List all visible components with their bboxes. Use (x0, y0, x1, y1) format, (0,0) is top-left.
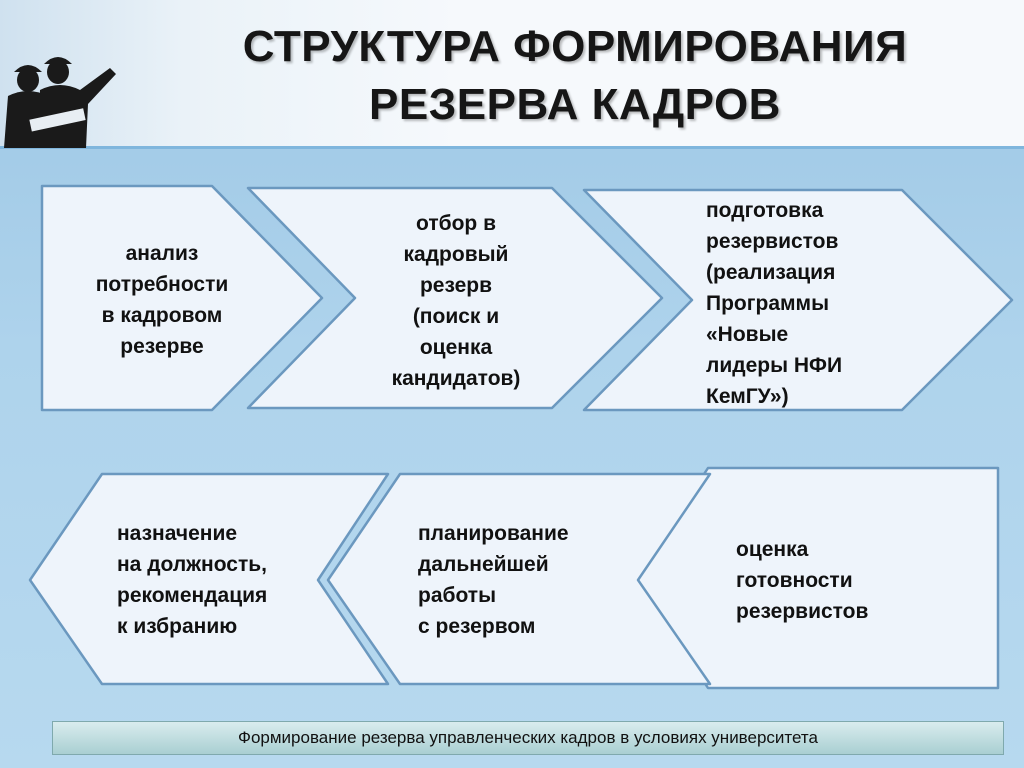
step-label-selection: отбор в кадровый резерв (поиск и оценка … (391, 212, 521, 390)
step-label-training: подготовка резервистов (реализация Прогр… (706, 199, 843, 408)
chevron-analysis (40, 184, 324, 412)
workers-silhouette-icon (4, 57, 116, 148)
header-band (0, 0, 1024, 148)
chevron-planning (326, 472, 712, 686)
header-divider (0, 146, 1024, 149)
step-label-analysis: анализ потребности в кадровом резерве (95, 242, 229, 358)
step-label-assessment: оценка готовности резервистов (736, 538, 869, 623)
footer-caption: Формирование резерва управленческих кадр… (52, 721, 1004, 755)
slide-title: СТРУКТУРА ФОРМИРОВАНИЯ РЕЗЕРВА КАДРОВ (150, 18, 1000, 134)
step-label-planning: планирование дальнейшей работы с резерво… (418, 522, 569, 638)
step-label-appointment: назначение на должность, рекомендация к … (117, 522, 268, 638)
chevron-training (582, 188, 1014, 412)
chevron-appointment (28, 472, 390, 686)
title-line-1: СТРУКТУРА ФОРМИРОВАНИЯ (242, 22, 908, 71)
title-line-2: РЕЗЕРВА КАДРОВ (369, 80, 781, 129)
chevron-selection (246, 186, 664, 410)
